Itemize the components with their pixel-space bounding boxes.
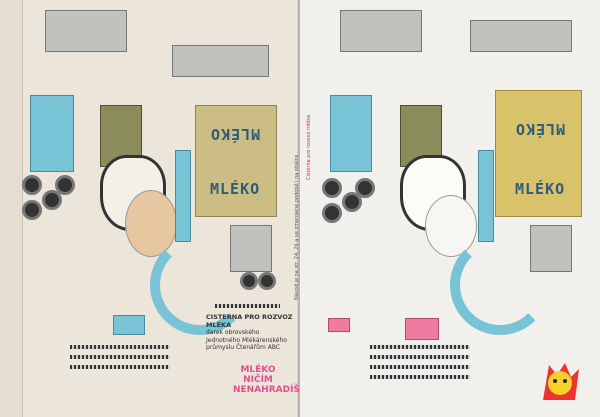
wheel-part (322, 203, 342, 223)
wheel-part (258, 272, 276, 290)
tank-panel (195, 105, 277, 217)
blue-strip-part (175, 150, 191, 242)
cat-mascot-icon (543, 363, 579, 400)
tread-strip (70, 355, 170, 359)
cab-part (340, 10, 422, 52)
wheel-part (240, 272, 258, 290)
wheel-part (342, 192, 362, 212)
roof-part (172, 45, 269, 77)
blue-side-part (330, 95, 372, 172)
slogan-line: MLÉKO (240, 365, 276, 375)
pink-part (405, 318, 439, 340)
fender-arc-part (450, 235, 550, 335)
description-title: CISTERNA PRO ROZVOZ MLÉKA (206, 313, 293, 329)
blue-side-part (30, 95, 74, 172)
tread-strip (215, 304, 280, 308)
wheel-part (355, 178, 375, 198)
cab-part (45, 10, 127, 52)
panel-text: MLÉKO (210, 180, 261, 198)
blue-part (113, 315, 145, 335)
wheel-part (55, 175, 75, 195)
wheel-part (42, 190, 62, 210)
tread-strip (370, 365, 470, 369)
page-edge (0, 0, 23, 417)
tread-strip (370, 355, 470, 359)
panel-text: MLÉKO (515, 120, 566, 138)
tread-strip (370, 375, 470, 379)
slogan: MLÉKO NIČÍM NENAHRADÍŠ (233, 365, 300, 395)
wheel-part (22, 200, 42, 220)
instructions-note: Návod je na str. 24, 26 a ve zmenšené po… (294, 154, 300, 300)
fender-arc-part (150, 235, 250, 335)
panel-text: MLÉKO (515, 180, 566, 198)
tread-strip (370, 345, 470, 349)
pink-part (328, 318, 350, 332)
description-body: darek obrovského Jednotného Mlékárenskéh… (206, 329, 287, 351)
slogan-line: NIČÍM (243, 375, 273, 385)
wheel-part (322, 178, 342, 198)
tread-strip (70, 345, 170, 349)
tread-strip (70, 365, 170, 369)
slogan-line: NENAHRADÍŠ (233, 385, 300, 395)
panel-text: MLÉKO (210, 125, 261, 143)
sheet-caption: Cisterna pro rozvoz mléka (306, 114, 312, 180)
wheel-part (22, 175, 42, 195)
model-description: CISTERNA PRO ROZVOZ MLÉKA darek obrovské… (206, 313, 294, 352)
blue-strip-part (478, 150, 494, 242)
tank-panel (495, 90, 582, 217)
roof-part (470, 20, 572, 52)
